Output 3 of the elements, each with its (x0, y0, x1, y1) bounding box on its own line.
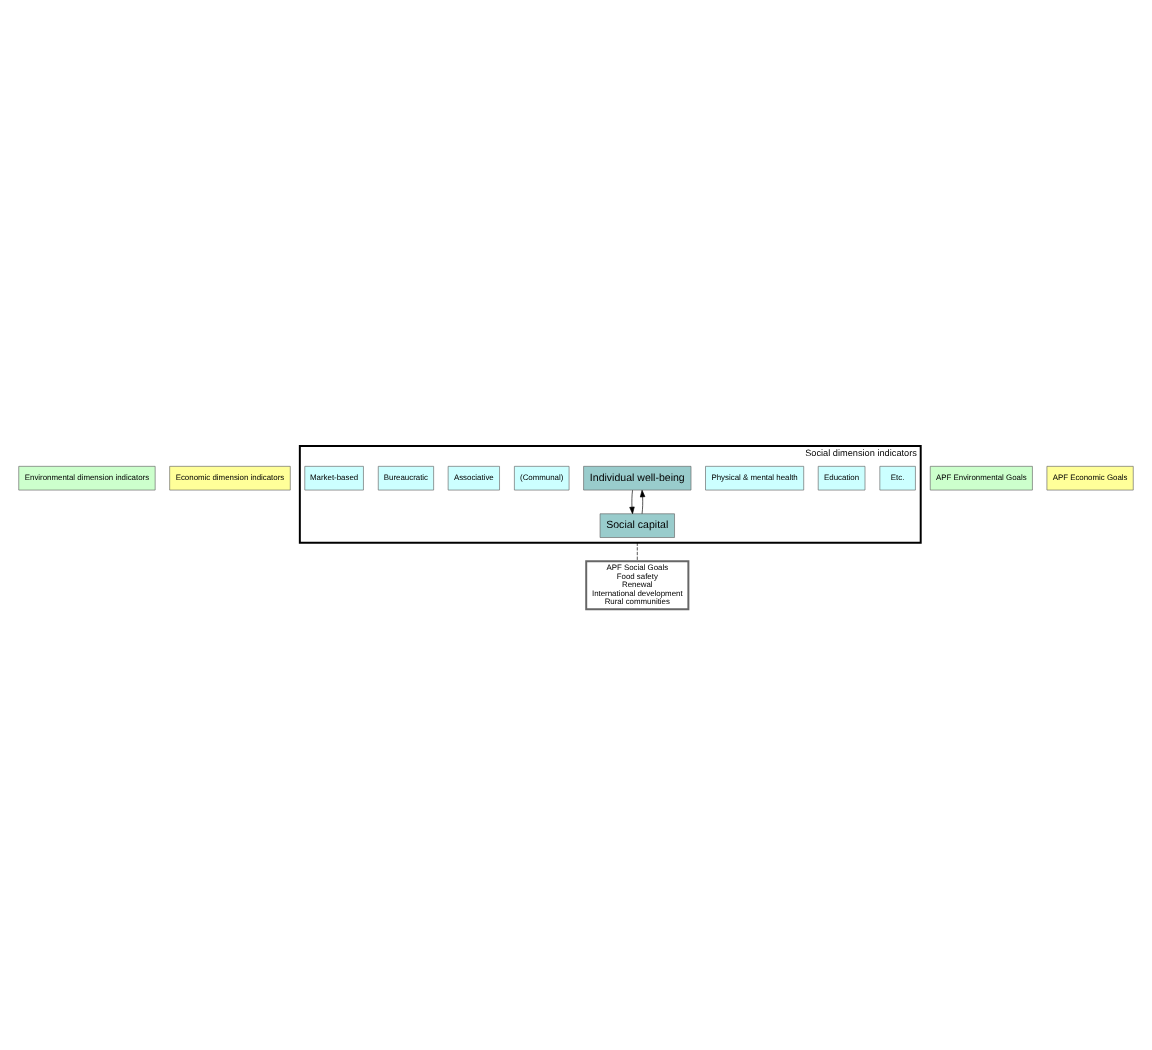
connector (636, 542, 638, 562)
arrow (629, 489, 635, 515)
arrow (639, 489, 646, 515)
